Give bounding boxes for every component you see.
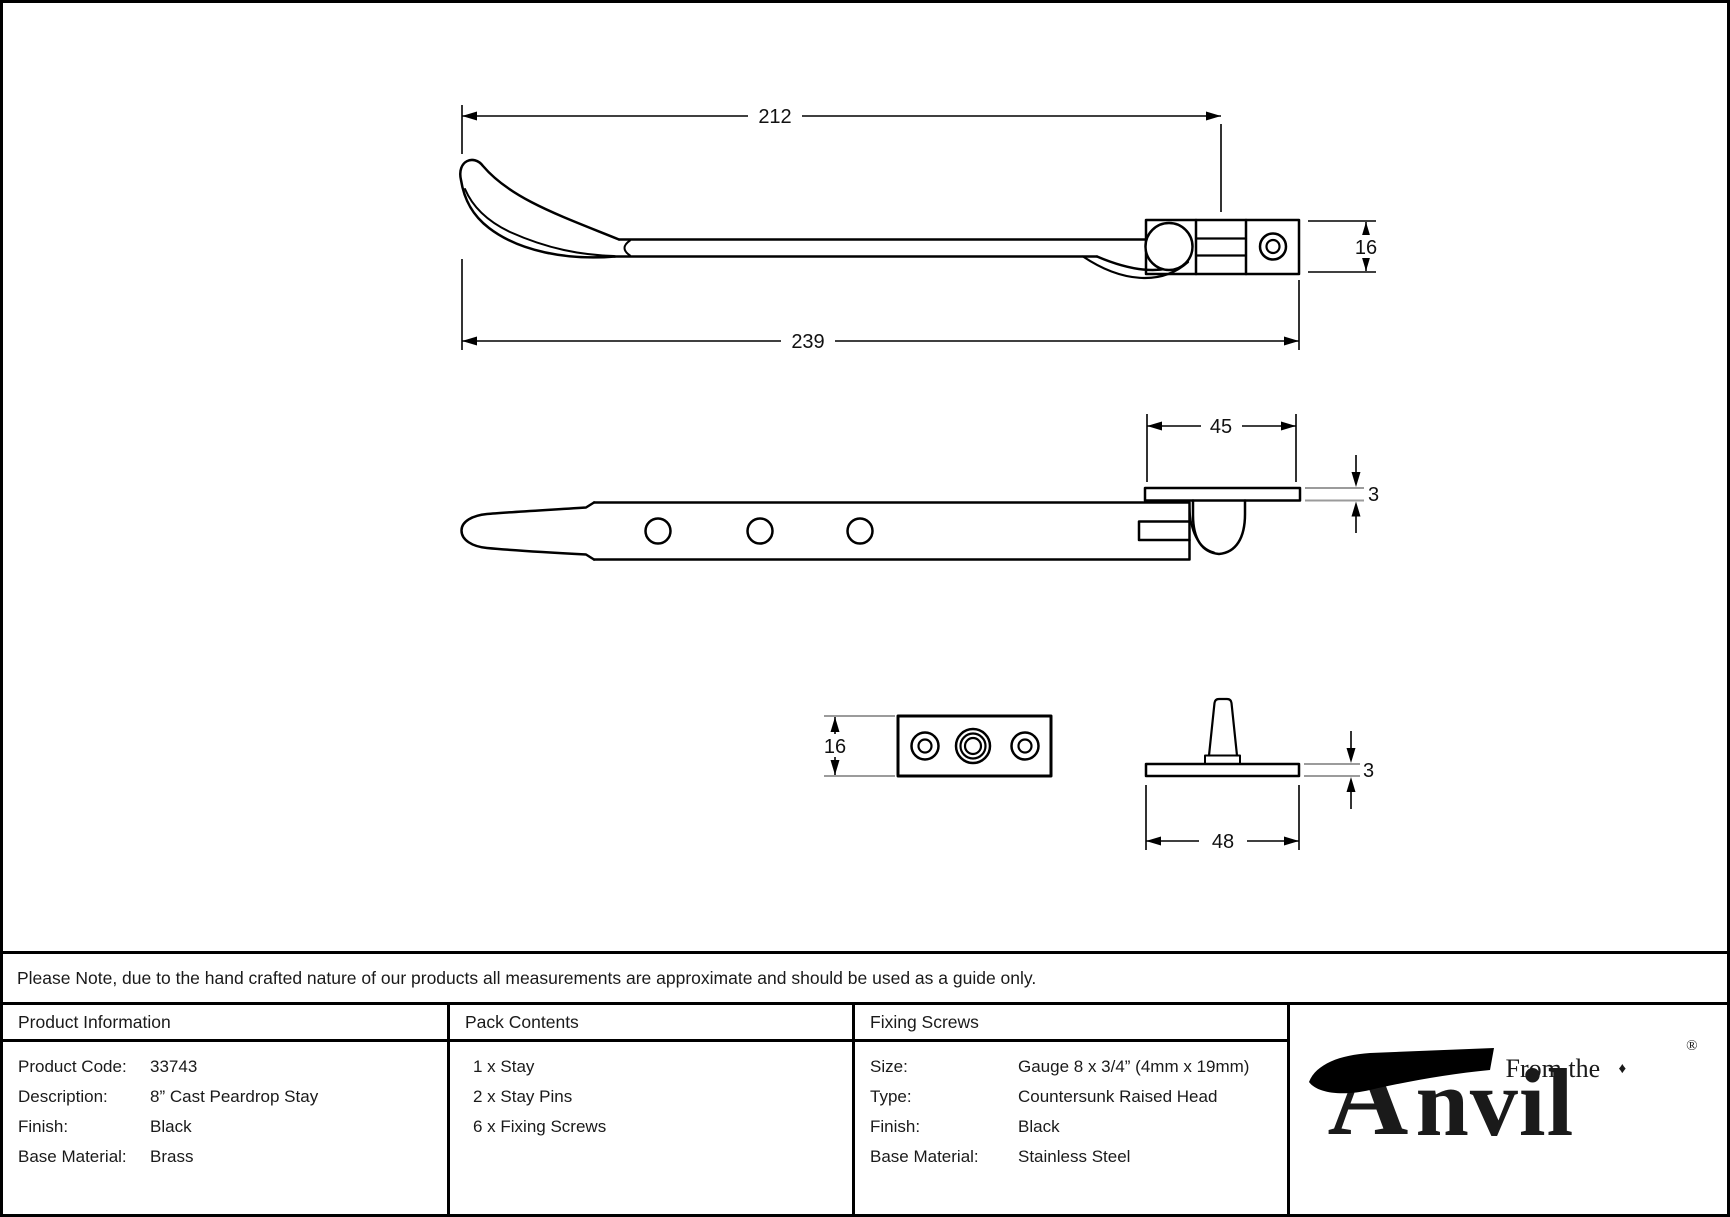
technical-drawing: 212 239 16 <box>459 105 1382 853</box>
pin-plate-side <box>1143 486 1302 502</box>
fixing-hole-2 <box>746 517 774 545</box>
brand-logo-cell: A nvil From the ♦ ® <box>1290 1005 1727 1214</box>
keep-plate-dimensions: 16 <box>820 715 895 777</box>
plan-view-dimensions: 45 3 <box>1146 414 1379 533</box>
plan-bar-outline <box>592 501 1191 561</box>
keep-plate-outline <box>896 714 1053 778</box>
peardrop-handle-inner-line <box>464 188 615 257</box>
screw-size-row: Size: Gauge 8 x 3/4” (4mm x 19mm) <box>870 1057 1277 1077</box>
pack-item-stay-pins: 2 x Stay Pins <box>473 1087 573 1106</box>
from-the-text: From the <box>1505 1054 1601 1083</box>
dim-212-label: 212 <box>758 106 791 128</box>
keep-plate-hole-left-inner <box>917 738 933 754</box>
screw-type-row: Type: Countersunk Raised Head <box>870 1087 1277 1107</box>
keep-plate-hole-mid-inner <box>963 736 983 756</box>
pack-contents-column: Pack Contents 1 x Stay 2 x Stay Pins 6 x… <box>450 1005 855 1214</box>
keep-plate-hole-right-inner <box>1017 738 1033 754</box>
dim-16-keep-label: 16 <box>1355 237 1377 259</box>
keep-plate-detail <box>896 714 1053 778</box>
plan-handle-outline <box>460 501 596 561</box>
keep-plate-hole-mid-middle <box>959 732 987 760</box>
screw-type-label: Type: <box>870 1087 912 1106</box>
stay-ball-end <box>1144 221 1194 272</box>
anvil-icon <box>1308 1048 1494 1094</box>
dim-16-plate-label: 16 <box>824 736 846 758</box>
screw-finish-label: Finish: <box>870 1117 921 1136</box>
peardrop-handle-outline <box>459 158 621 259</box>
pin-collar <box>1204 754 1241 765</box>
product-code-value: 33743 <box>150 1057 198 1076</box>
diamond-icon: ♦ <box>1618 1060 1627 1077</box>
screw-size-label: Size: <box>870 1057 908 1076</box>
dim-45-label: 45 <box>1210 416 1232 438</box>
dim-48-label: 48 <box>1212 831 1234 853</box>
product-information-header: Product Information <box>3 1005 447 1042</box>
screw-finish-value: Black <box>1018 1117 1060 1136</box>
keep-block-outline <box>1144 218 1301 276</box>
dim-3-side-label: 3 <box>1368 484 1379 506</box>
keep-screw-hole-inner <box>1265 238 1281 255</box>
registered-trademark-icon: ® <box>1686 1038 1698 1054</box>
pack-item-fixing-screws: 6 x Fixing Screws <box>473 1117 607 1136</box>
fixing-hole-1 <box>644 517 672 545</box>
finish-label: Finish: <box>18 1117 69 1136</box>
base-material-label: Base Material: <box>18 1147 127 1166</box>
bar-end-cap <box>623 239 631 257</box>
from-the-anvil-logo: A nvil From the ♦ ® <box>1308 1035 1704 1177</box>
product-code-label: Product Code: <box>18 1057 127 1076</box>
anvil-letters-nvil: nvil <box>1415 1049 1575 1156</box>
side-elevation-dimensions: 212 239 16 <box>461 105 1382 353</box>
stay-pin-detail <box>1144 697 1301 778</box>
screw-material-value: Stainless Steel <box>1018 1147 1131 1166</box>
screw-size-value: Gauge 8 x 3/4” (4mm x 19mm) <box>1018 1057 1250 1076</box>
dim-239-label: 239 <box>791 331 824 353</box>
keep-plate-hole-right-outer <box>1010 731 1040 761</box>
fixing-screws-column: Fixing Screws Size: Gauge 8 x 3/4” (4mm … <box>855 1005 1290 1214</box>
screw-finish-row: Finish: Black <box>870 1117 1277 1137</box>
product-information-column: Product Information Product Code: 33743 … <box>3 1005 450 1214</box>
pin-hook-outline <box>1191 499 1247 556</box>
description-value: 8” Cast Peardrop Stay <box>150 1087 319 1106</box>
pin-base-plate <box>1144 762 1301 778</box>
side-elevation-view <box>459 158 1301 279</box>
screw-material-row: Base Material: Stainless Steel <box>870 1147 1277 1167</box>
bar-end-slot <box>1137 520 1191 542</box>
pack-contents-header: Pack Contents <box>450 1005 852 1042</box>
description-row: Description: 8” Cast Peardrop Stay <box>18 1087 437 1107</box>
stay-pin-dimensions: 3 48 <box>1145 731 1374 853</box>
pack-item-stay: 1 x Stay <box>473 1057 535 1076</box>
plan-view <box>460 486 1302 561</box>
description-label: Description: <box>18 1087 108 1106</box>
finish-value: Black <box>150 1117 192 1136</box>
product-code-row: Product Code: 33743 <box>18 1057 437 1077</box>
screw-material-label: Base Material: <box>870 1147 979 1166</box>
keep-plate-hole-left-outer <box>910 731 940 761</box>
finish-row: Finish: Black <box>18 1117 437 1137</box>
measurement-note-bar: Please Note, due to the hand crafted nat… <box>3 951 1727 1005</box>
product-info-table: Product Information Product Code: 33743 … <box>3 1005 1727 1214</box>
keep-screw-hole-outer <box>1258 232 1288 261</box>
fixing-screws-header: Fixing Screws <box>855 1005 1287 1042</box>
keep-slot-lines <box>1194 237 1248 257</box>
measurement-note-text: Please Note, due to the hand crafted nat… <box>17 967 1037 988</box>
screw-type-value: Countersunk Raised Head <box>1018 1087 1218 1106</box>
base-material-row: Base Material: Brass <box>18 1147 437 1167</box>
pin-cone <box>1207 697 1239 757</box>
base-material-value: Brass <box>150 1147 194 1166</box>
fixing-hole-3 <box>846 517 874 545</box>
dim-3-pin-label: 3 <box>1363 760 1374 782</box>
pin-hook-inner-line <box>1188 503 1215 554</box>
keep-plate-hole-mid-outer <box>954 727 992 765</box>
